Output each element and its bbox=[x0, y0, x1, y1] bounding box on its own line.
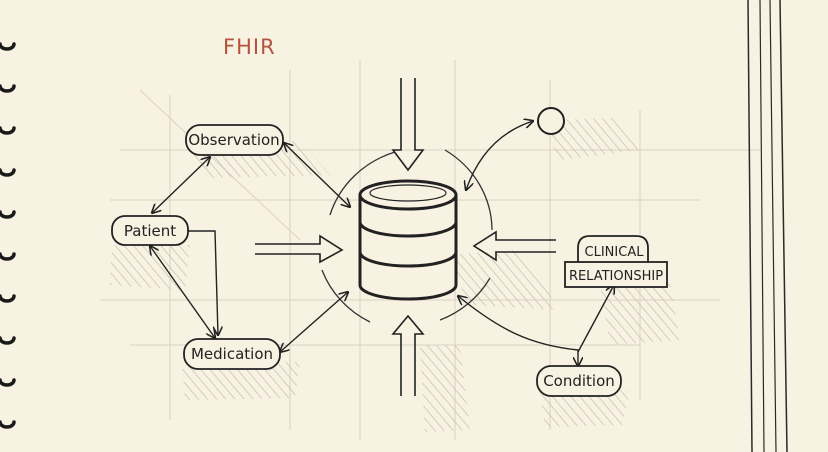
node-condition[interactable]: Condition bbox=[536, 365, 622, 397]
node-patient-label: Patient bbox=[124, 222, 176, 240]
clinical-relationship-line1: CLINICAL bbox=[585, 245, 645, 260]
clinical-relationship-line2: RELATIONSHIP bbox=[569, 269, 663, 284]
spiral-binding bbox=[0, 42, 16, 429]
connectors bbox=[150, 121, 614, 366]
endpoint-circle bbox=[537, 107, 565, 135]
notebook-page-edge bbox=[747, 0, 828, 452]
node-patient[interactable]: Patient bbox=[111, 215, 189, 246]
database-icon bbox=[358, 179, 458, 301]
node-medication[interactable]: Medication bbox=[183, 338, 281, 370]
diagram-title: FHIR bbox=[223, 35, 276, 59]
node-condition-label: Condition bbox=[543, 372, 615, 390]
node-clinical-relationship[interactable]: CLINICAL RELATIONSHIP bbox=[564, 235, 668, 288]
node-observation[interactable]: Observation bbox=[185, 124, 284, 156]
inflow-arrows bbox=[255, 78, 556, 396]
node-medication-label: Medication bbox=[191, 345, 273, 363]
node-observation-label: Observation bbox=[188, 131, 279, 149]
